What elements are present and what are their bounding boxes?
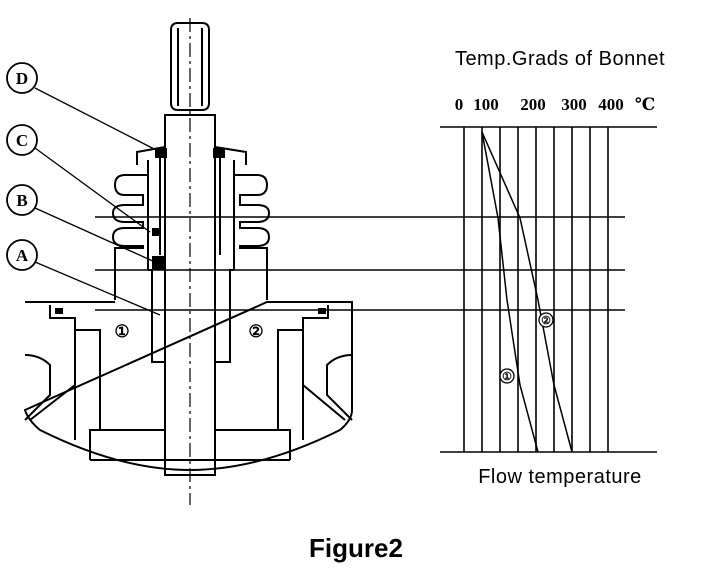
leader-lines	[34, 87, 161, 316]
valve-stem	[164, 114, 216, 476]
tick-400: 400	[598, 95, 624, 114]
tick-100: 100	[473, 95, 499, 114]
zone-one-marker: ①	[114, 322, 129, 341]
temperature-curves	[481, 131, 573, 453]
stem-thread	[170, 22, 210, 111]
label-a: A	[6, 239, 38, 271]
level-lines	[95, 216, 625, 311]
tick-unit: ℃	[635, 95, 655, 114]
curve-2	[481, 131, 573, 453]
bonnet-fins-left	[111, 160, 149, 300]
packing-rings	[55, 148, 326, 314]
curve-1	[481, 131, 539, 453]
svg-text:D: D	[16, 69, 28, 88]
svg-text:①: ①	[502, 371, 512, 383]
tick-0: 0	[455, 95, 464, 114]
tick-300: 300	[561, 95, 587, 114]
svg-text:C: C	[16, 131, 28, 150]
label-d: D	[6, 62, 38, 94]
label-c: C	[6, 124, 38, 156]
graph-title: Temp.Grads of Bonnet	[455, 48, 665, 70]
label-b: B	[6, 184, 38, 216]
zone-two-marker: ②	[248, 322, 263, 341]
svg-text:B: B	[16, 191, 27, 210]
graph-ticks: 0 100 200 300 400 ℃	[455, 95, 655, 114]
figure-caption: Figure2	[309, 533, 403, 563]
gland-nut	[136, 146, 247, 165]
valve-cross-section	[23, 22, 353, 476]
svg-text:A: A	[16, 246, 29, 265]
curve-1-marker: ①	[499, 368, 515, 384]
svg-text:②: ②	[541, 315, 551, 327]
graph-xlabel: Flow temperature	[478, 466, 642, 488]
curve-2-marker: ②	[538, 312, 554, 328]
tick-200: 200	[520, 95, 546, 114]
bonnet-fins-right	[233, 160, 271, 300]
graph-grid	[440, 126, 657, 453]
